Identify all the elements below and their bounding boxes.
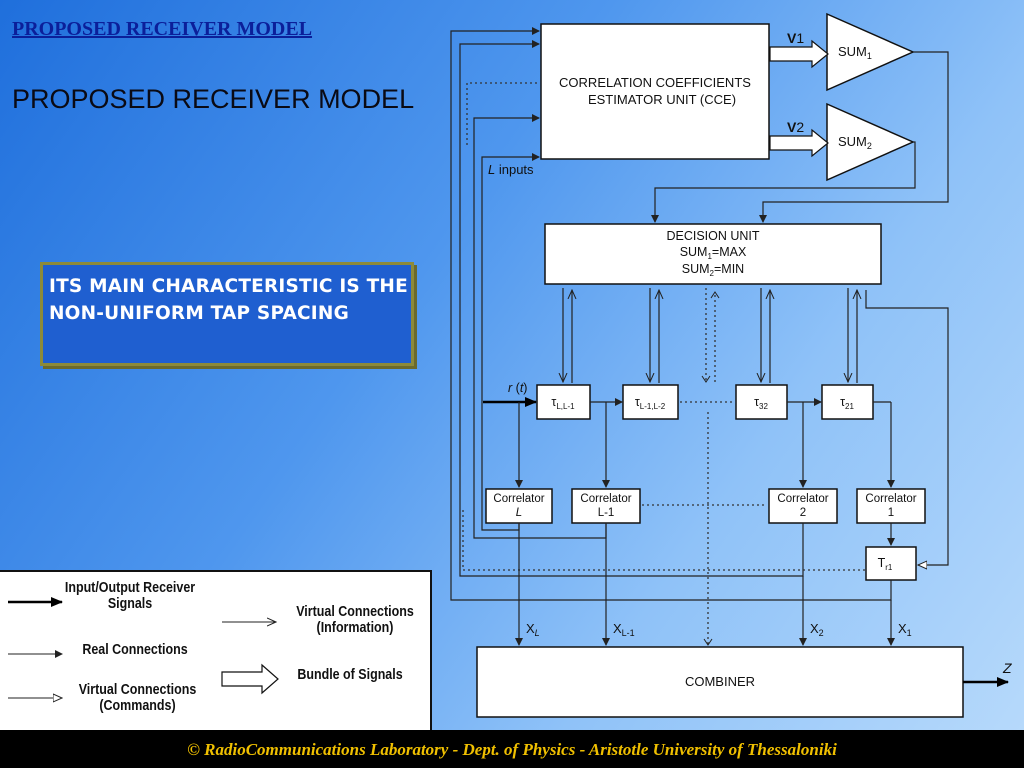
- footer-text: © RadioCommunications Laboratory - Dept.…: [187, 740, 837, 759]
- x-label-1: XL: [526, 621, 540, 638]
- page-title: PROPOSED RECEIVER MODEL: [12, 84, 415, 114]
- decision-label-2: SUM1=MAX: [680, 245, 747, 261]
- delay-line-connections: [515, 398, 895, 646]
- v1-label: V1: [787, 30, 804, 46]
- sum1-to-decision-line: [759, 51, 949, 223]
- sum2-to-decision-line: [651, 141, 916, 223]
- tap-label-1: τL,L-1: [551, 395, 575, 411]
- tap-box-2: [622, 384, 679, 420]
- correlator-label-2b: L-1: [598, 507, 615, 519]
- correlator-label-4b: 1: [888, 507, 894, 519]
- feedback-connections: [450, 27, 949, 601]
- legend-real-label: Real Connections: [82, 642, 188, 658]
- x-label-2: XL-1: [613, 621, 635, 638]
- legend-bundle-label: Bundle of Signals: [297, 667, 403, 683]
- decision-tap-connections: [563, 288, 857, 383]
- tap-label-2: τL-1,L-2: [635, 395, 666, 411]
- correlator-label-1a: Correlator: [493, 493, 544, 505]
- tr1-label: Tr1: [878, 556, 893, 572]
- legend-symbols: [8, 597, 279, 734]
- footer-bar: © RadioCommunications Laboratory - Dept.…: [0, 730, 1024, 768]
- cce-box: [540, 23, 770, 160]
- legend-virtual-cmd-label: Virtual Connections (Commands): [78, 682, 197, 714]
- correlator-label-3b: 2: [800, 507, 806, 519]
- legend-box: Input/Output Receiver Signals Virtual Co…: [0, 570, 432, 732]
- correlator-label-2a: Correlator: [580, 493, 631, 505]
- v2-label: V2: [787, 119, 804, 135]
- legend-virtual-info-label: Virtual Connections (Information): [296, 604, 414, 636]
- x-label-3: X2: [810, 621, 824, 638]
- receiver-diagram: CORRELATION COEFFICIENTS ESTIMATOR UNIT …: [450, 12, 1012, 718]
- combiner-label: COMBINER: [685, 674, 755, 689]
- z-label: Z: [1002, 660, 1012, 676]
- correlator-label-3a: Correlator: [777, 493, 828, 505]
- decision-label-1: DECISION UNIT: [666, 229, 759, 243]
- decision-unit-box: [544, 223, 882, 285]
- callout-box: ITS MAIN CHARACTERISTIC IS THE NON-UNIFO…: [40, 262, 414, 366]
- sum1-triangle: [826, 12, 915, 92]
- correlator-label-4a: Correlator: [865, 493, 916, 505]
- tap-label-3: τ32: [754, 395, 768, 411]
- correlator-box-3: [768, 488, 838, 524]
- correlator-label-1b: L: [516, 507, 522, 519]
- cce-label-2: ESTIMATOR UNIT (CCE): [588, 92, 736, 107]
- v2-bundle-arrow: [769, 128, 829, 158]
- header-link[interactable]: PROPOSED RECEIVER MODEL: [12, 18, 313, 40]
- l-inputs-label: L inputs: [488, 162, 534, 177]
- sum2-label: SUM2: [838, 134, 872, 151]
- legend-io-label: Input/Output Receiver Signals: [64, 580, 196, 612]
- v1-bundle-arrow: [769, 39, 829, 69]
- tap-label-4: τ21: [840, 395, 854, 411]
- callout-text: ITS MAIN CHARACTERISTIC IS THE NON-UNIFO…: [49, 276, 408, 324]
- combiner-input-lines: [515, 523, 895, 646]
- x-label-4: X1: [898, 621, 912, 638]
- decision-label-3: SUM2=MIN: [682, 262, 744, 278]
- legend-bundle-symbol: [221, 663, 279, 695]
- cce-label-1: CORRELATION COEFFICIENTS: [559, 75, 751, 90]
- rt-label: r (t): [508, 381, 527, 395]
- sum1-label: SUM1: [838, 44, 872, 61]
- tap-box-3: [735, 384, 788, 420]
